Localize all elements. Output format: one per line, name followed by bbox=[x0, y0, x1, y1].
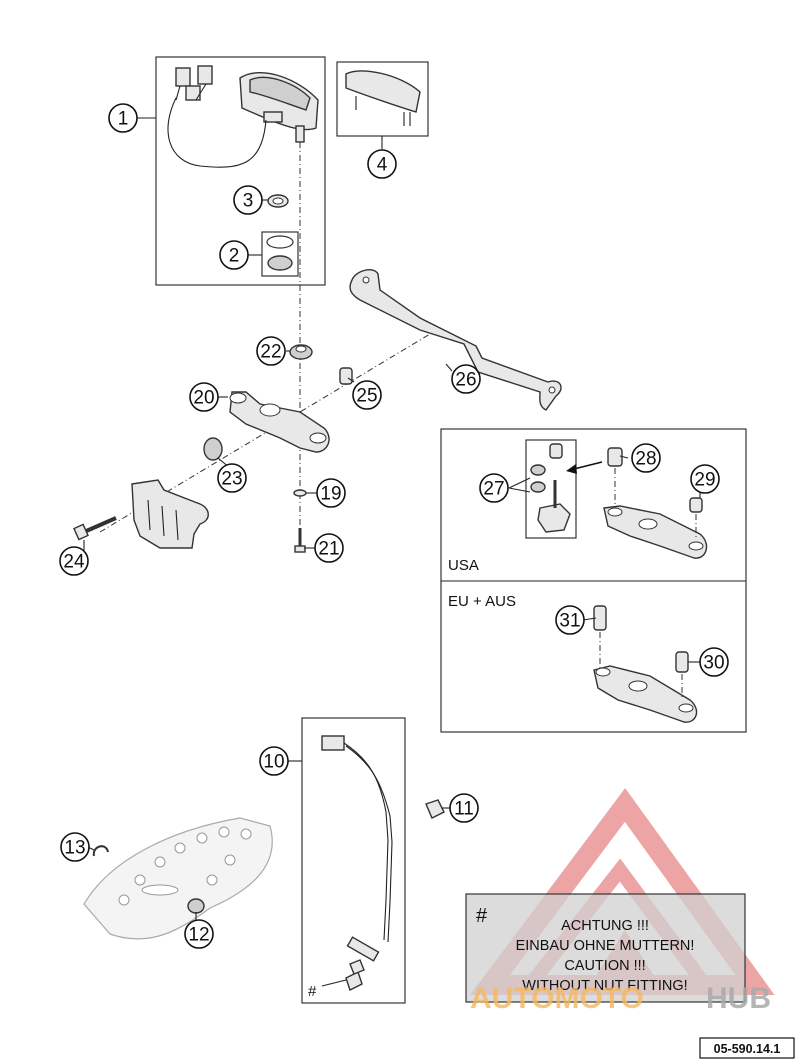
usa-clamp bbox=[603, 447, 708, 559]
callout-21: 21 bbox=[314, 533, 344, 563]
svg-text:22: 22 bbox=[260, 342, 281, 363]
callout-24: 24 bbox=[59, 546, 89, 576]
callout-20: 20 bbox=[189, 382, 219, 412]
valve-kit-box bbox=[525, 439, 577, 539]
callout-1: 1 bbox=[108, 103, 138, 133]
callout-30: 30 bbox=[699, 647, 729, 677]
callout-leaders bbox=[83, 117, 701, 987]
callout-13: 13 bbox=[60, 832, 90, 862]
svg-text:29: 29 bbox=[694, 470, 715, 491]
svg-text:05-590.14.1: 05-590.14.1 bbox=[714, 1042, 781, 1056]
bolt-part-12 bbox=[187, 898, 205, 914]
svg-text:AUTOMOTO: AUTOMOTO bbox=[470, 982, 644, 1015]
svg-text:2: 2 bbox=[229, 246, 240, 267]
svg-text:11: 11 bbox=[454, 799, 474, 820]
clip-part-11 bbox=[425, 799, 445, 819]
callout-25: 25 bbox=[352, 380, 382, 410]
ring-part-3 bbox=[267, 194, 289, 208]
svg-text:28: 28 bbox=[635, 449, 656, 470]
rubber-part-23 bbox=[203, 437, 223, 461]
washer-part-19 bbox=[293, 489, 307, 497]
callout-3: 3 bbox=[233, 185, 263, 215]
callout-31: 31 bbox=[555, 605, 585, 635]
svg-text:13: 13 bbox=[64, 838, 85, 859]
note-hash: # bbox=[476, 905, 488, 927]
svg-text:4: 4 bbox=[377, 155, 388, 176]
instrument-box bbox=[155, 56, 326, 286]
svg-text:21: 21 bbox=[318, 539, 339, 560]
callout-19: 19 bbox=[316, 478, 346, 508]
callout-28: 28 bbox=[631, 443, 661, 473]
seal-kit-2 bbox=[261, 231, 299, 277]
speedometer-unit bbox=[167, 65, 319, 168]
svg-text:25: 25 bbox=[356, 386, 377, 407]
svg-text:23: 23 bbox=[221, 469, 242, 490]
warning-note: # ACHTUNG !!! EINBAU OHNE MUTTERN! CAUTI… bbox=[465, 893, 746, 1003]
callout-2: 2 bbox=[219, 240, 249, 270]
eu-clamp bbox=[593, 605, 698, 723]
sensor-cable-10 bbox=[321, 735, 393, 991]
drawing-number: 05-590.14.1 bbox=[699, 1037, 795, 1059]
callout-23: 23 bbox=[217, 463, 247, 493]
note-line-1: ACHTUNG !!! bbox=[561, 918, 649, 934]
callout-11: 11 bbox=[449, 793, 479, 823]
svg-text:HUB: HUB bbox=[706, 982, 771, 1015]
svg-text:27: 27 bbox=[483, 479, 504, 500]
valve-kit-27 bbox=[530, 443, 571, 533]
svg-text:19: 19 bbox=[320, 484, 341, 505]
note-line-2: EINBAU OHNE MUTTERN! bbox=[516, 938, 695, 954]
clamp-part-20 bbox=[229, 391, 330, 453]
callout-22: 22 bbox=[256, 336, 286, 366]
callout-26: 26 bbox=[451, 364, 481, 394]
svg-text:30: 30 bbox=[703, 653, 724, 674]
usa-label: USA bbox=[448, 557, 479, 574]
bracket-part-26 bbox=[349, 269, 562, 411]
watermark-text: AUTOMOTO HUB bbox=[470, 982, 771, 1015]
svg-text:20: 20 bbox=[193, 388, 214, 409]
svg-text:24: 24 bbox=[63, 552, 85, 573]
svg-text:10: 10 bbox=[263, 752, 284, 773]
svg-text:26: 26 bbox=[455, 370, 476, 391]
bolt-part-24 bbox=[73, 516, 117, 541]
callout-29: 29 bbox=[690, 464, 720, 494]
eu-aus-label: EU + AUS bbox=[448, 593, 516, 610]
callout-10: 10 bbox=[259, 746, 289, 776]
circlip-part-13 bbox=[92, 845, 109, 857]
svg-text:3: 3 bbox=[243, 191, 254, 212]
svg-text:1: 1 bbox=[118, 109, 129, 130]
bracket-part-24-plate bbox=[131, 479, 209, 549]
callout-27: 27 bbox=[479, 473, 509, 503]
callout-12: 12 bbox=[184, 919, 214, 949]
screw-part-21 bbox=[294, 528, 306, 553]
note-line-3: CAUTION !!! bbox=[564, 958, 645, 974]
note-line-4: WITHOUT NUT FITTING! bbox=[522, 978, 687, 994]
rubber-part-22 bbox=[289, 344, 313, 360]
sensor-box bbox=[301, 717, 406, 1004]
cable-hash-marker: # bbox=[308, 983, 317, 1000]
svg-text:12: 12 bbox=[188, 925, 209, 946]
brake-disc bbox=[83, 817, 273, 940]
callout-4: 4 bbox=[367, 149, 397, 179]
svg-text:31: 31 bbox=[559, 611, 580, 632]
sleeve-part-25 bbox=[339, 367, 353, 385]
cover-part-4 bbox=[345, 70, 421, 126]
